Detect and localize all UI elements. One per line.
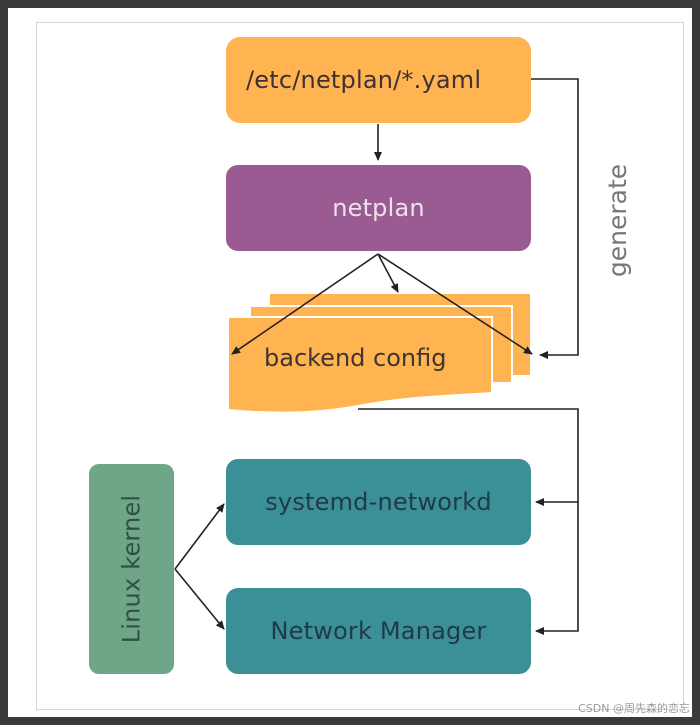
connector-backend-to-services (358, 408, 579, 502)
systemd-networkd-label: systemd-networkd (265, 488, 492, 516)
netplan-box: netplan (226, 165, 531, 251)
arrow-to-network-manager (535, 502, 579, 635)
generate-label: generate (603, 163, 633, 277)
backend-page-front (227, 316, 493, 414)
backend-config-label: backend config (264, 344, 447, 372)
arrow-netplan-to-backend-right (377, 253, 533, 355)
network-manager-box: Network Manager (226, 588, 531, 674)
systemd-networkd-box: systemd-networkd (226, 459, 531, 545)
network-manager-label: Network Manager (270, 617, 487, 645)
backend-config-pages (227, 294, 530, 414)
diagram-border (36, 22, 684, 710)
watermark: CSDN @周先森的恋忘 (578, 702, 690, 715)
linux-kernel-label: Linux kernel (117, 494, 146, 644)
netplan-yaml-label: /etc/netplan/*.yaml (246, 66, 482, 94)
arrow-kernel-to-networkd (174, 503, 225, 570)
arrow-netplan-to-backend-left (231, 253, 379, 355)
arrow-kernel-to-network-manager (174, 568, 225, 630)
linux-kernel-box: Linux kernel (89, 464, 174, 674)
netplan-label: netplan (332, 194, 425, 222)
arrow-netplan-to-backend-middle (377, 253, 399, 293)
generate-annotation: generate (588, 160, 648, 280)
netplan-yaml-box: /etc/netplan/*.yaml (226, 37, 531, 123)
arrow-generate-loop (531, 78, 579, 359)
